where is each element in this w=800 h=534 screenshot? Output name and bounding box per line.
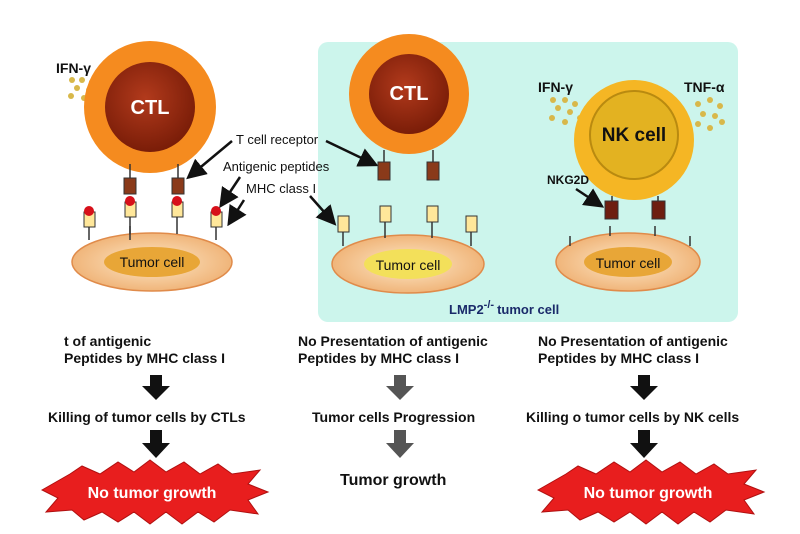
- tumor-right-stubs: [569, 226, 691, 246]
- col1-step2: Killing of tumor cells by CTLs: [48, 409, 246, 425]
- col1-line2: Peptides by MHC class I: [64, 350, 225, 366]
- ifn-gamma-dots-right: [549, 97, 583, 125]
- t-cell-receptor-label: T cell receptor: [236, 132, 319, 147]
- col1-line1: t of antigenic: [64, 333, 151, 349]
- nk-cell-label: NK cell: [602, 125, 666, 146]
- no-tumor-burst-right: [536, 459, 766, 525]
- ctl-label-middle: CTL: [390, 83, 429, 105]
- lmp2-label: LMP2-/-tumor cell: [449, 299, 559, 317]
- annotation-arrows: [186, 139, 379, 227]
- col2-step2: Tumor cells Progression: [312, 409, 475, 425]
- col1-outcome: No tumor growth: [88, 485, 217, 502]
- nkg2d-receptor-1: [604, 200, 619, 220]
- t-cell-receptor-middle-2: [426, 161, 440, 181]
- col2-line2: Peptides by MHC class I: [298, 350, 459, 366]
- col2-outcome: Tumor growth: [340, 472, 446, 489]
- tnf-alpha-label: TNF-α: [684, 79, 725, 95]
- tumor-label-left: Tumor cell: [120, 254, 185, 270]
- mhc-middle-group: [337, 205, 478, 246]
- col3-step2: Killing o tumor cells by NK cells: [526, 409, 739, 425]
- flow-arrows: [142, 375, 658, 458]
- col3-outcome: No tumor growth: [584, 485, 713, 502]
- tnf-alpha-dots: [695, 97, 725, 131]
- t-cell-receptor-middle-1: [377, 161, 391, 181]
- ifn-gamma-label-left: IFN-γ: [56, 60, 91, 76]
- col3-line2: Peptides by MHC class I: [538, 350, 699, 366]
- no-tumor-burst-left: [40, 459, 270, 525]
- t-cell-receptor-left-2: [171, 177, 185, 195]
- col2-line1: No Presentation of antigenic: [298, 333, 488, 349]
- tumor-label-right: Tumor cell: [596, 255, 661, 271]
- tumor-label-middle: Tumor cell: [376, 257, 441, 273]
- ctl-label-left: CTL: [131, 97, 170, 119]
- mhc-class-i-label: MHC class I: [246, 181, 316, 196]
- col3-line1: No Presentation of antigenic: [538, 333, 728, 349]
- antigenic-peptides-label: Antigenic peptides: [223, 159, 330, 174]
- t-cell-receptor-left-1: [123, 177, 137, 195]
- nkg2d-label: NKG2D: [547, 173, 589, 187]
- nkg2d-receptor-2: [651, 200, 666, 220]
- mhc-left-group: [83, 196, 223, 240]
- ifn-gamma-label-right: IFN-γ: [538, 79, 573, 95]
